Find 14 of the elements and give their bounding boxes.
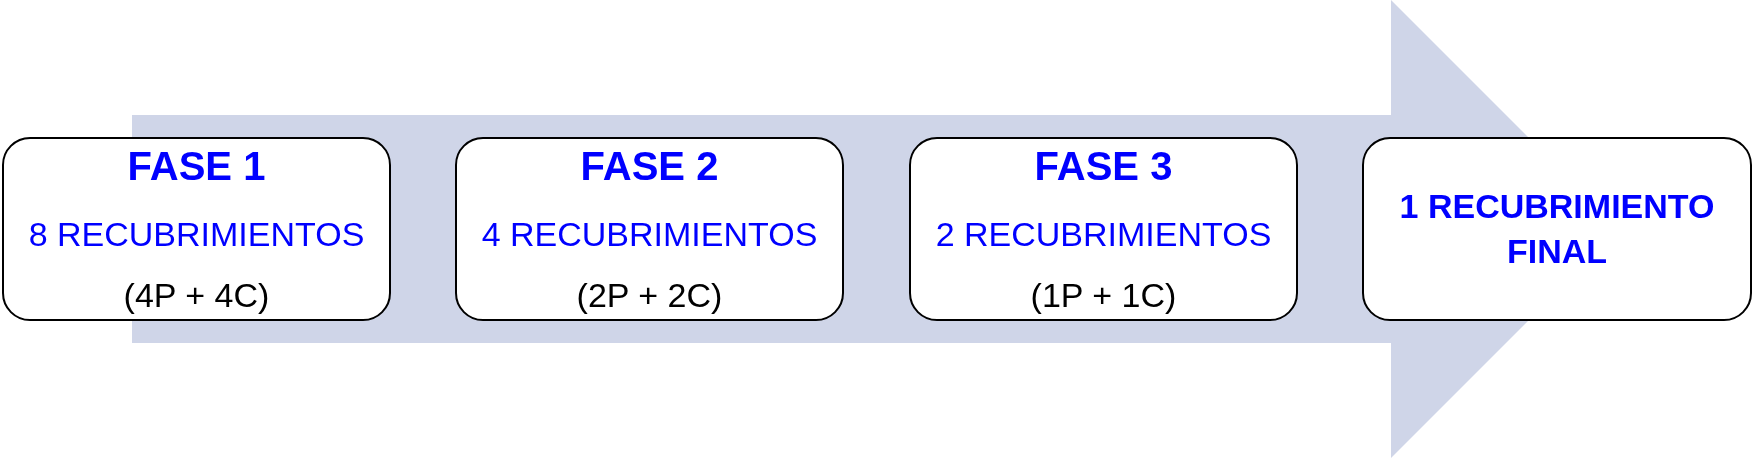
phase-heading: FASE 1 xyxy=(127,142,266,189)
count-label: 2 RECUBRIMIENTOS xyxy=(935,214,1272,254)
composition-label: (2P + 2C) xyxy=(576,276,723,316)
process-box xyxy=(909,137,1298,321)
count-label: 4 RECUBRIMIENTOS xyxy=(481,214,818,254)
process-box xyxy=(455,137,844,321)
composition-label: (1P + 1C) xyxy=(1030,276,1177,316)
count-label: 8 RECUBRIMIENTOS xyxy=(28,214,365,254)
process-box xyxy=(2,137,391,321)
composition-label: (4P + 4C) xyxy=(123,276,270,316)
process-box xyxy=(1362,137,1752,321)
result-label: 1 RECUBRIMIENTO FINAL xyxy=(1398,186,1716,272)
phase-heading: FASE 2 xyxy=(580,142,719,189)
phase-heading: FASE 3 xyxy=(1034,142,1173,189)
